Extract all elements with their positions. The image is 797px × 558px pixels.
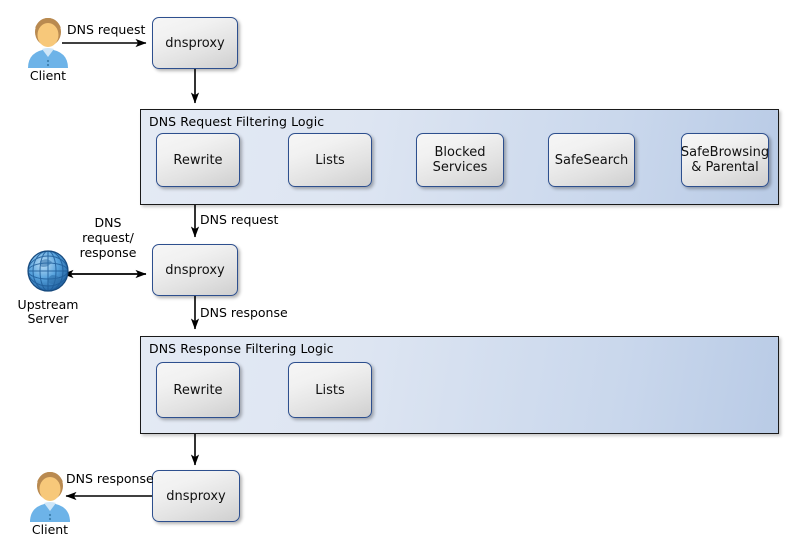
edge-label-client-to-proxy: DNS request xyxy=(67,22,146,37)
dnsproxy-top-label: dnsproxy xyxy=(165,35,225,51)
req-lists-label: Lists xyxy=(315,152,345,168)
edge-label-proxy-to-client: DNS response xyxy=(66,471,154,486)
resp-rewrite-node[interactable]: Rewrite xyxy=(156,362,240,418)
resp-lists-node[interactable]: Lists xyxy=(288,362,372,418)
dnsproxy-bottom-node[interactable]: dnsproxy xyxy=(152,470,240,522)
dnsproxy-top-node[interactable]: dnsproxy xyxy=(152,17,238,69)
user-icon xyxy=(20,16,76,68)
req-safebrowsing-parental-node[interactable]: SafeBrowsing& Parental xyxy=(681,133,769,187)
client-top-caption: Client xyxy=(29,68,67,83)
edge-label-proxy-to-request-filter: DNS request xyxy=(200,212,279,227)
dns-response-filtering-title: DNS Response Filtering Logic xyxy=(149,341,334,356)
req-safesearch-label: SafeSearch xyxy=(554,152,629,168)
req-safesearch-node[interactable]: SafeSearch xyxy=(548,133,635,187)
dns-response-filtering-group: DNS Response Filtering Logic xyxy=(140,336,779,434)
user-icon xyxy=(22,470,78,522)
edge-label-proxy-to-response-filter: DNS response xyxy=(200,305,288,320)
client-bottom-caption: Client xyxy=(31,522,69,537)
dnsproxy-bottom-label: dnsproxy xyxy=(166,488,226,504)
dnsproxy-middle-label: dnsproxy xyxy=(165,262,225,278)
resp-lists-label: Lists xyxy=(315,382,345,398)
resp-rewrite-label: Rewrite xyxy=(173,382,223,398)
dns-request-filtering-title: DNS Request Filtering Logic xyxy=(149,114,325,129)
dnsproxy-middle-node[interactable]: dnsproxy xyxy=(152,244,238,296)
req-safebrowsing-parental-label: SafeBrowsing& Parental xyxy=(680,145,770,175)
req-rewrite-node[interactable]: Rewrite xyxy=(156,133,240,187)
req-rewrite-label: Rewrite xyxy=(173,152,223,168)
req-lists-node[interactable]: Lists xyxy=(288,133,372,187)
globe-icon xyxy=(22,245,74,297)
